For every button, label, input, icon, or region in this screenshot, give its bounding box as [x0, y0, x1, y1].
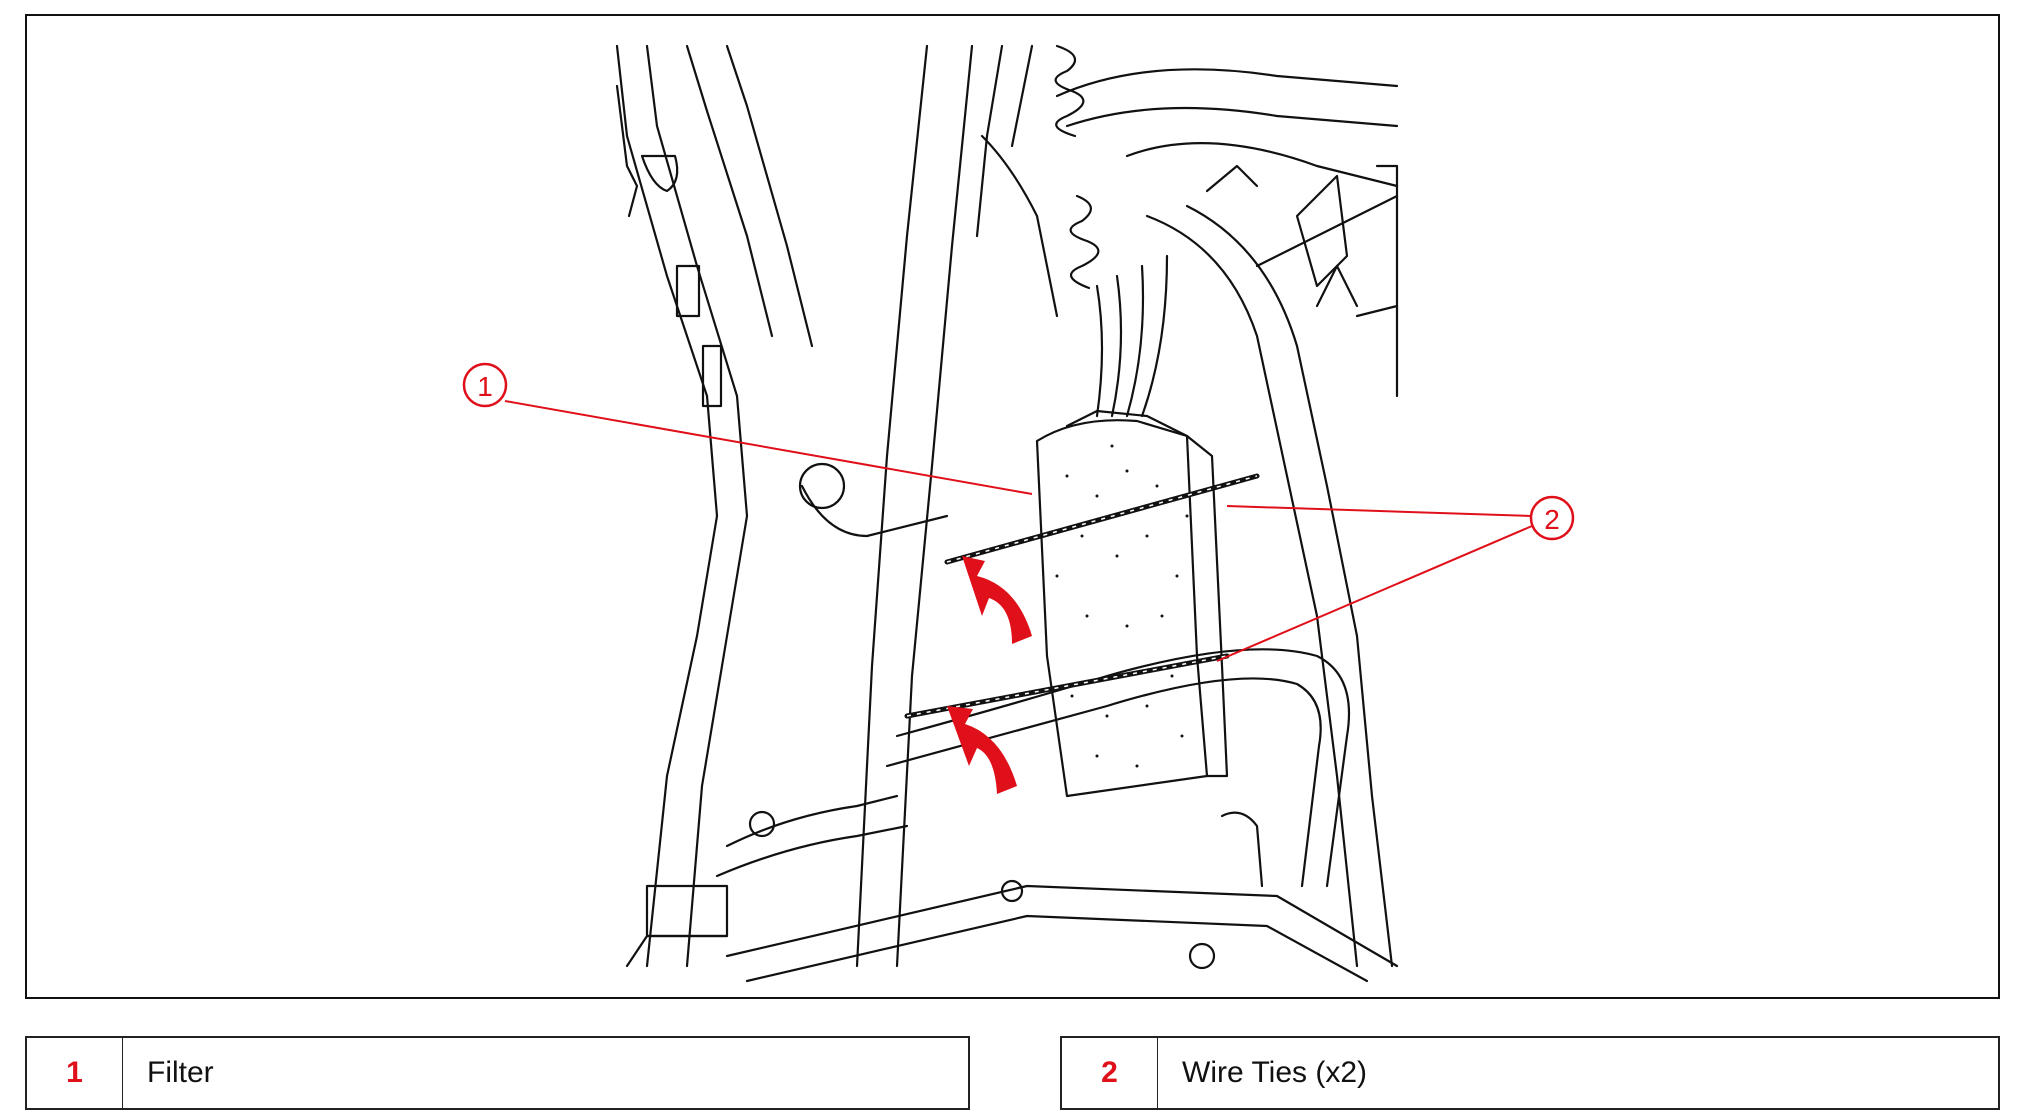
- callout-1: 1: [462, 362, 508, 408]
- legend-row-1: 1 Filter: [25, 1036, 970, 1110]
- callout-1-number: 1: [477, 371, 493, 402]
- rotation-arrow-lower: [947, 706, 1017, 794]
- legend-label-2: Wire Ties (x2): [1157, 1036, 2000, 1110]
- illustration: 1 2: [462, 44, 1575, 983]
- callout-2: 2: [1529, 495, 1575, 541]
- legend-number-1: 1: [25, 1036, 123, 1110]
- callout-2-number: 2: [1544, 504, 1560, 535]
- rotation-arrows: [947, 556, 1032, 794]
- left-bracket: [615, 44, 719, 968]
- legend-row-2: 2 Wire Ties (x2): [1060, 1036, 2000, 1110]
- legend-label-1: Filter: [122, 1036, 970, 1110]
- leader-line-2b: [1216, 525, 1533, 662]
- harness-loop: [895, 648, 1351, 888]
- filter-body: [1035, 419, 1209, 798]
- pillar: [855, 44, 929, 968]
- leader-line-2a: [1226, 505, 1533, 517]
- legend-number-2: 2: [1060, 1036, 1158, 1110]
- figure-frame: 1 2: [25, 14, 2000, 999]
- rotation-arrow-upper: [962, 556, 1032, 644]
- leader-lines: [504, 400, 1533, 662]
- filter-texture: [1055, 444, 1189, 768]
- leader-line-1: [504, 400, 1033, 495]
- wire-ties: [904, 473, 1260, 719]
